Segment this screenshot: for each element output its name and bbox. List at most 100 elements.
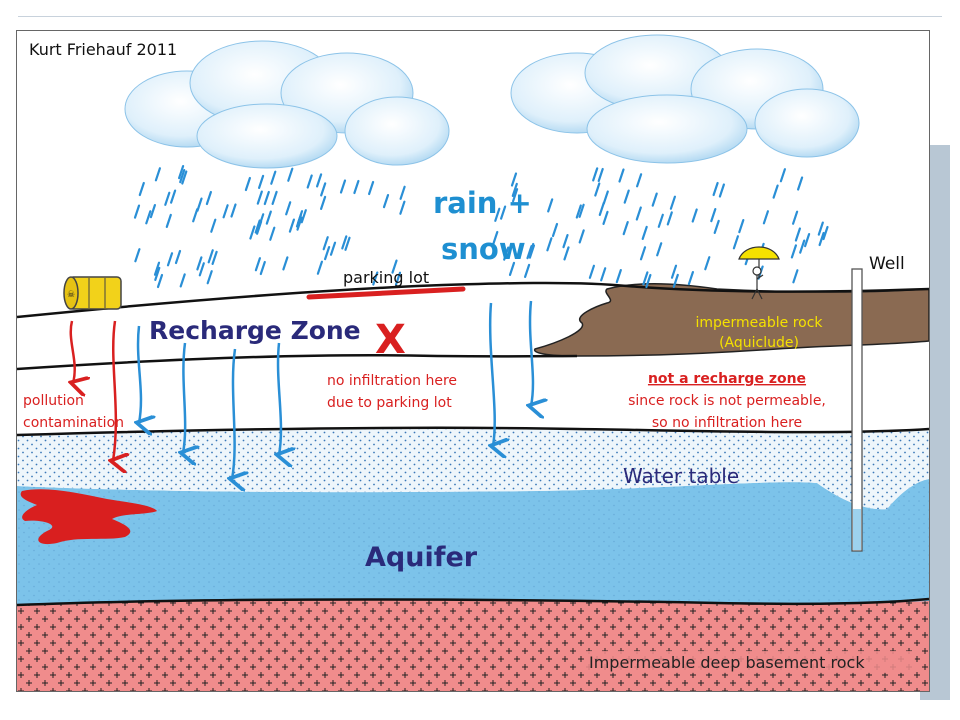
rain-drop xyxy=(602,190,609,205)
no-infiltration-line2: due to parking lot xyxy=(327,395,452,411)
rain-drop xyxy=(511,182,518,197)
rain-drop xyxy=(316,173,323,188)
rain-drop xyxy=(178,165,185,180)
rain-drop xyxy=(329,241,337,256)
rain-drop xyxy=(324,246,331,261)
aquiclude-label-line2: (Aquiclude) xyxy=(719,335,799,351)
rain-drop xyxy=(704,256,711,271)
rain-drop xyxy=(265,210,272,225)
rain-drop xyxy=(524,263,531,278)
rain-drop xyxy=(156,273,164,289)
person-umbrella-icon xyxy=(738,246,780,300)
infiltration-arrows xyxy=(138,300,533,479)
rain-drop xyxy=(597,167,604,183)
rain-drop xyxy=(344,236,351,251)
not-recharge-line2: since rock is not permeable, xyxy=(628,393,826,409)
rain-drop xyxy=(138,181,145,197)
rain-drop xyxy=(645,273,652,289)
rain-drop xyxy=(666,211,673,226)
rain-drop xyxy=(296,216,303,231)
aquifer-label: Aquifer xyxy=(365,542,478,573)
rain-drop xyxy=(206,270,213,285)
rain-drop xyxy=(196,197,203,212)
no-infiltration-line1: no infiltration here xyxy=(327,373,457,389)
rain-drop xyxy=(713,219,720,234)
rain-drop xyxy=(508,261,516,276)
rain-drop xyxy=(623,189,630,204)
rain-drop xyxy=(691,208,698,223)
x-mark: X xyxy=(375,317,406,363)
rain-drop xyxy=(258,213,265,228)
rain-drop xyxy=(510,172,518,187)
rain-drop xyxy=(179,273,186,288)
slide-top-rule xyxy=(18,16,942,17)
rain-drop xyxy=(222,204,229,219)
toxic-barrel-icon: ☠ xyxy=(63,276,122,310)
rain-drop xyxy=(341,235,348,250)
rain-drop xyxy=(282,256,289,271)
rain-drop xyxy=(563,246,570,261)
rain-drop xyxy=(635,173,643,188)
rain-drop xyxy=(270,170,277,185)
well-pipe xyxy=(851,268,863,552)
rain-drop xyxy=(718,183,726,198)
rain-drop xyxy=(618,168,625,183)
rain-drop xyxy=(672,273,679,288)
rain-drop xyxy=(271,190,278,205)
rain-drop xyxy=(528,242,535,258)
rain-drop xyxy=(207,249,214,264)
rain-drop xyxy=(792,269,799,284)
rain-drop xyxy=(164,191,171,206)
rain-drop xyxy=(249,225,256,240)
rain-drop xyxy=(320,182,327,197)
rain-drop xyxy=(796,176,804,191)
rain-drop xyxy=(594,182,601,197)
rain-drop xyxy=(145,210,152,225)
water-table-label: Water table xyxy=(623,464,739,488)
rain-drop xyxy=(320,195,327,210)
rain-drop xyxy=(300,209,307,224)
pollution-label-line1: pollution xyxy=(23,393,84,409)
rain-drop xyxy=(149,204,156,219)
rain-drop xyxy=(588,264,596,279)
rain-drop xyxy=(154,167,161,182)
rain-drop xyxy=(602,210,609,225)
rain-drop xyxy=(259,260,266,276)
rain-drop xyxy=(710,208,717,223)
rain-drop xyxy=(657,213,664,228)
rain-drop xyxy=(622,221,629,236)
rain-drop xyxy=(822,225,829,241)
rain-drop xyxy=(712,181,719,197)
rain-drop xyxy=(166,252,174,267)
rain-drop xyxy=(256,190,263,205)
rain-drops xyxy=(133,165,829,289)
rain-drop xyxy=(799,239,806,254)
rain-drop xyxy=(687,271,695,286)
rain-drop xyxy=(154,266,161,281)
rain-drop xyxy=(399,200,406,215)
rain-drop xyxy=(600,267,607,282)
recharge-zone-label: Recharge Zone xyxy=(149,316,361,345)
parking-lot xyxy=(306,286,466,300)
rain-drop xyxy=(322,236,329,251)
rain-drop xyxy=(641,225,648,240)
rain-drop xyxy=(372,271,379,286)
cloud-right xyxy=(510,34,860,164)
rain-drop xyxy=(181,170,188,185)
rain-drop xyxy=(399,185,406,200)
rain-drop xyxy=(133,204,141,219)
rain-drop xyxy=(254,257,261,272)
rain-drop xyxy=(738,219,745,234)
rain-drop xyxy=(818,231,825,247)
rain-drop xyxy=(578,229,585,244)
rain-drop xyxy=(494,207,501,222)
aquiclude-label-line1: impermeable rock xyxy=(695,315,823,331)
rain-drop xyxy=(230,203,237,218)
rain-drop xyxy=(779,168,787,183)
rain-drop xyxy=(512,188,519,203)
rain-drop xyxy=(287,167,294,182)
groundwater-diagram: ☠ Kurt Friehauf 2011 rain + snow parking… xyxy=(16,30,930,692)
rain-drop xyxy=(651,192,658,207)
rain-drop xyxy=(642,271,649,286)
svg-text:☠: ☠ xyxy=(67,290,75,300)
